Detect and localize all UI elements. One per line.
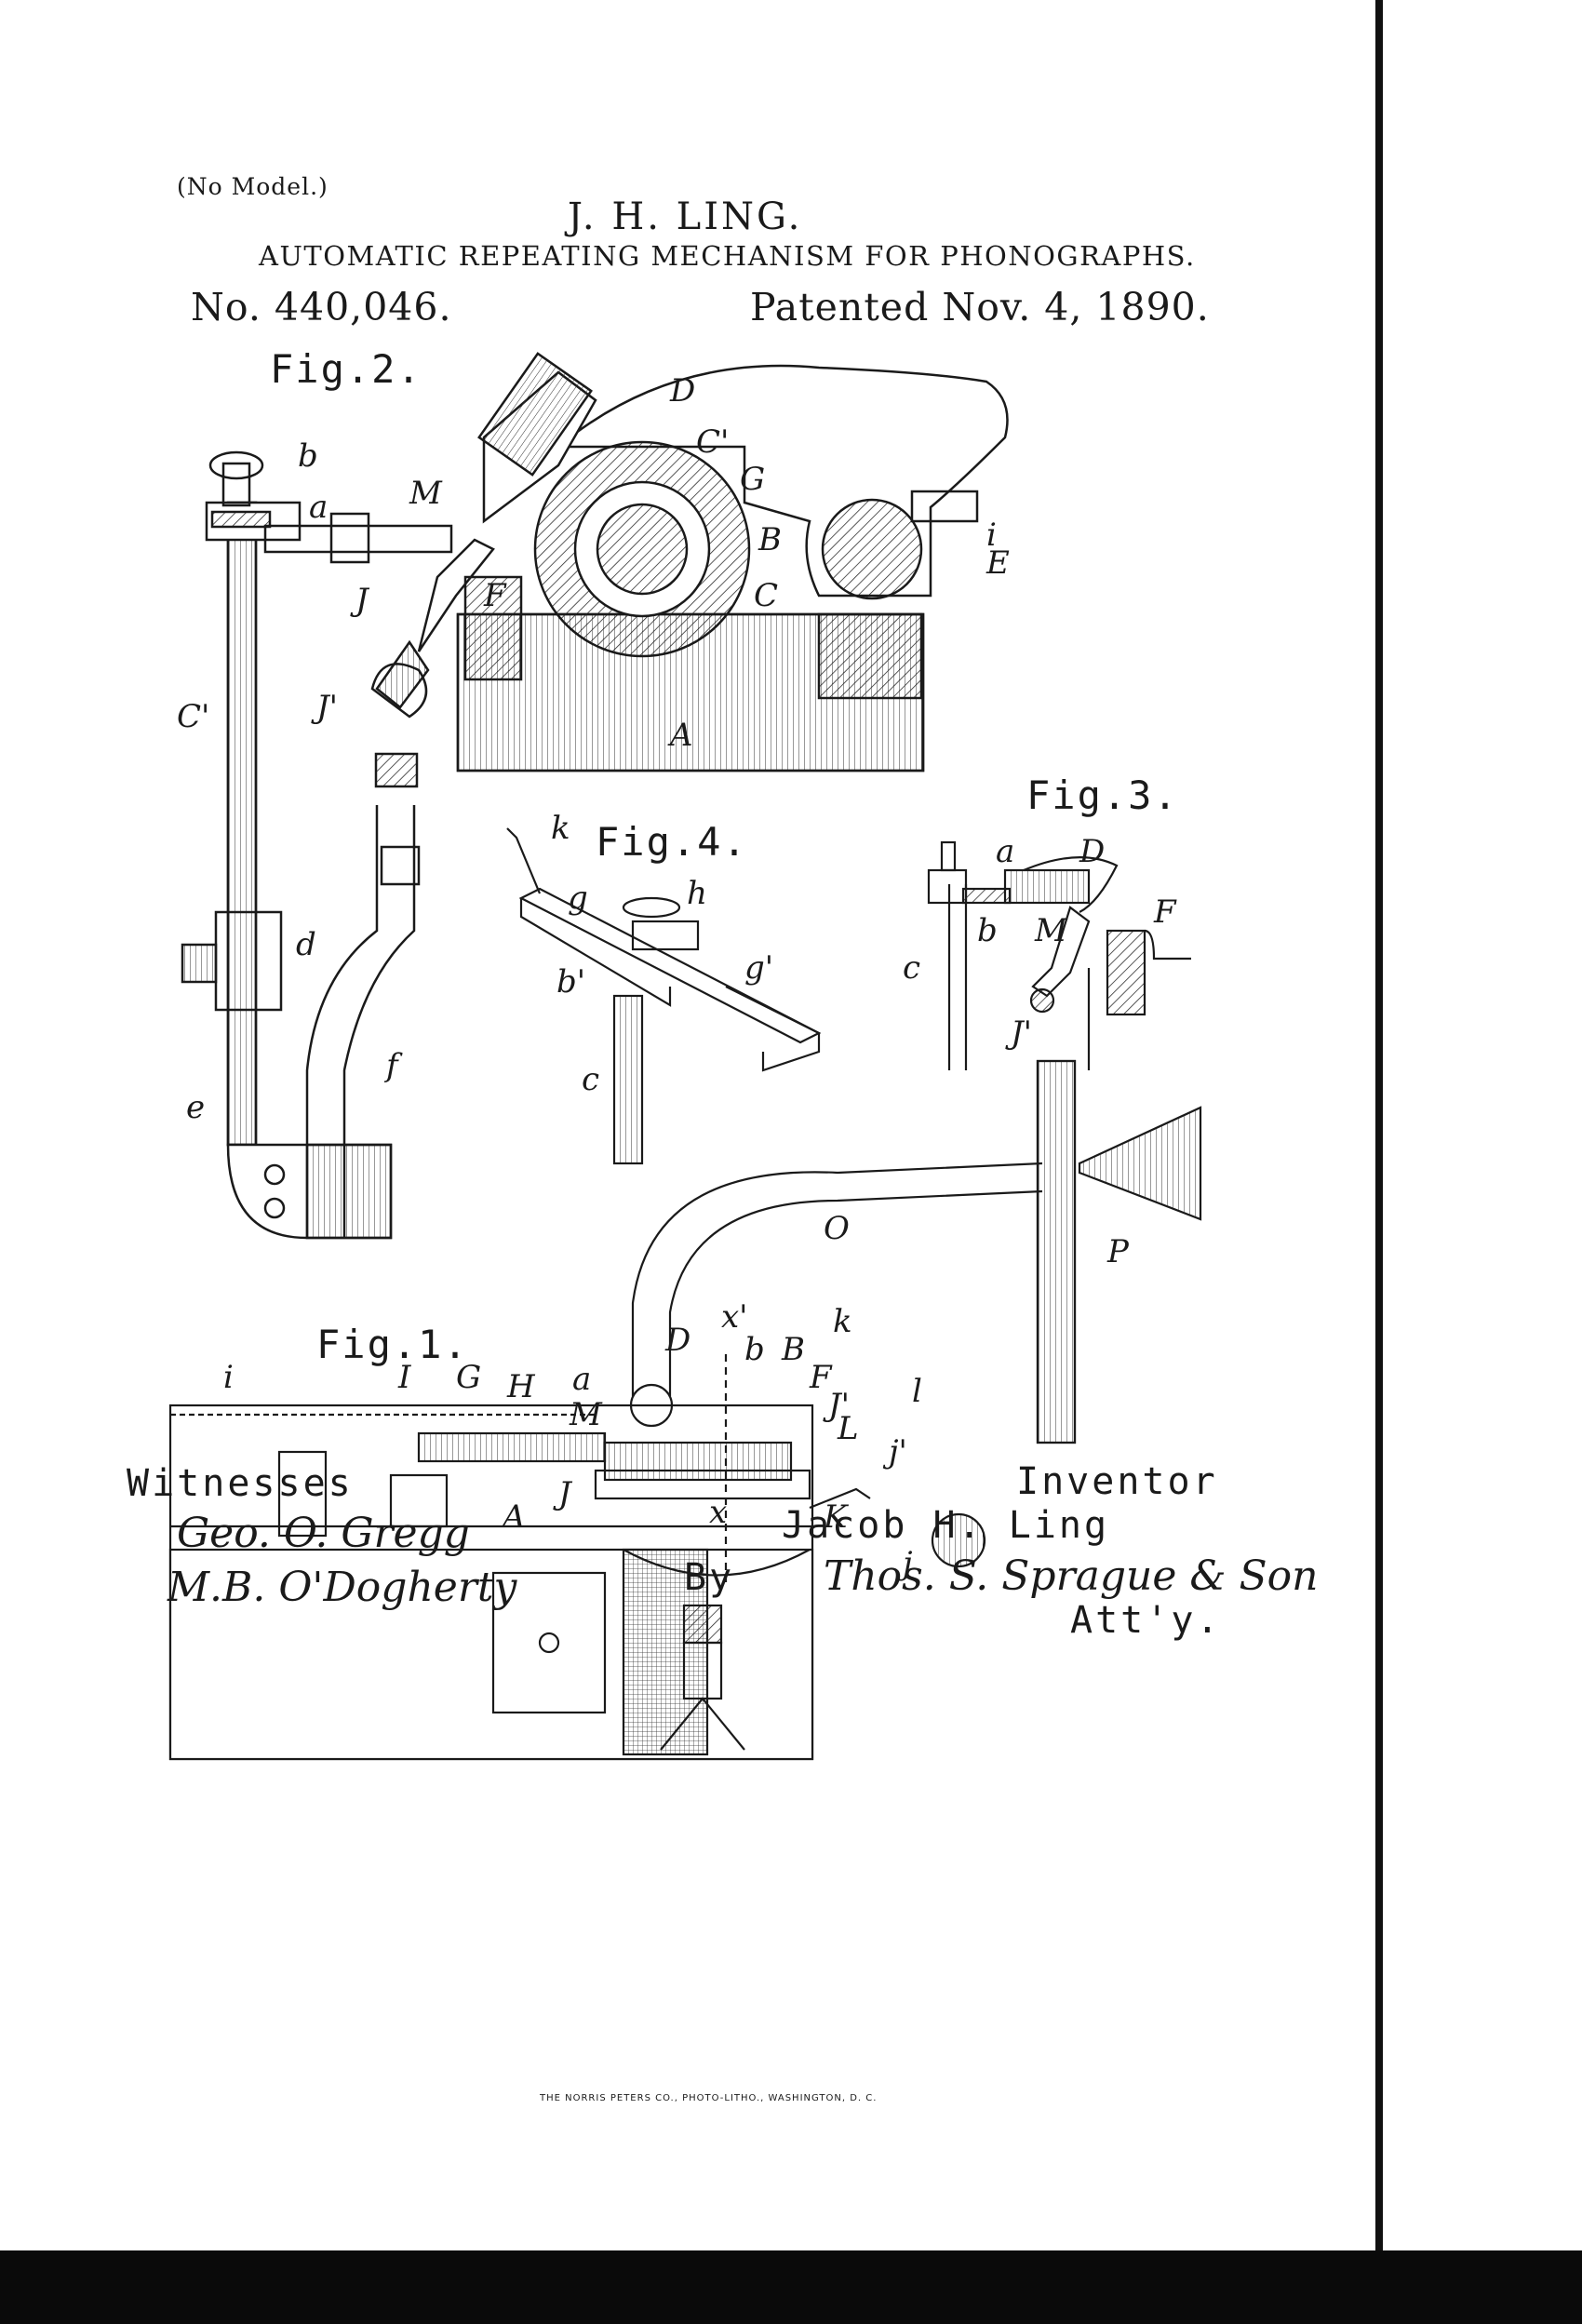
ref-letter: F bbox=[1154, 893, 1176, 931]
ref-letter: J' bbox=[828, 1387, 850, 1424]
attorney-signature: Thos. S. Sprague & Son bbox=[824, 1552, 1319, 1600]
fig2-label: Fig.2. bbox=[270, 346, 422, 392]
ref-letter: B bbox=[782, 1331, 805, 1368]
ref-letter: C' bbox=[177, 698, 210, 735]
ref-letter: J' bbox=[1011, 1014, 1032, 1052]
ref-letter: M bbox=[570, 1396, 602, 1433]
ref-letter: a bbox=[572, 1361, 592, 1398]
ref-letter: D bbox=[1079, 833, 1106, 870]
inventor-signature: Jacob H. Ling bbox=[782, 1504, 1110, 1547]
witnesses-label: Witnesses bbox=[127, 1462, 354, 1505]
ref-letter: b' bbox=[556, 963, 586, 1001]
ref-letter: b bbox=[977, 912, 998, 949]
ref-letter: I bbox=[398, 1359, 411, 1396]
fig2-drawing bbox=[181, 352, 1009, 1240]
ref-letter: i bbox=[223, 1359, 234, 1396]
ref-letter: l bbox=[912, 1373, 922, 1410]
ref-letter: G bbox=[456, 1359, 482, 1396]
ref-letter: P bbox=[1107, 1233, 1129, 1270]
ref-letter: A bbox=[670, 717, 693, 754]
ref-letter: H bbox=[507, 1368, 535, 1405]
ref-letter: x' bbox=[721, 1298, 748, 1336]
ref-letter: F bbox=[810, 1359, 832, 1396]
inventor-label: Inventor bbox=[1016, 1460, 1218, 1503]
ref-letter: f bbox=[386, 1047, 398, 1084]
ref-letter: D bbox=[665, 1322, 691, 1359]
patent-date: Patented Nov. 4, 1890. bbox=[750, 285, 1210, 329]
ref-letter: L bbox=[838, 1410, 859, 1447]
ref-letter: J bbox=[558, 1475, 571, 1512]
ref-letter: e bbox=[186, 1089, 206, 1126]
ref-letter: a bbox=[996, 833, 1015, 870]
ref-letter: C bbox=[754, 577, 779, 614]
fig4-drawing bbox=[506, 827, 822, 1165]
scan-margin bbox=[1383, 0, 1582, 2324]
patent-title: AUTOMATIC REPEATING MECHANISM FOR PHONOG… bbox=[259, 240, 1196, 272]
fig3-label: Fig.3. bbox=[1026, 772, 1179, 818]
ref-letter: J bbox=[355, 582, 369, 619]
ref-letter: h bbox=[687, 875, 707, 912]
ref-letter: J' bbox=[316, 689, 338, 726]
ref-letter: D bbox=[670, 372, 696, 410]
patent-number: No. 440,046. bbox=[191, 285, 452, 329]
witness-signature-2: M.B. O'Dogherty bbox=[168, 1564, 517, 1611]
no-model-note: (No Model.) bbox=[177, 173, 328, 200]
ref-letter: M bbox=[409, 475, 442, 512]
by-label: By bbox=[684, 1556, 735, 1599]
ref-letter: K bbox=[824, 1498, 848, 1536]
fig1-label: Fig.1. bbox=[316, 1322, 469, 1367]
ref-letter: C' bbox=[696, 423, 730, 461]
ref-letter: j bbox=[903, 1545, 913, 1582]
ref-letter: O bbox=[824, 1210, 850, 1247]
ref-letter: k bbox=[833, 1303, 852, 1340]
ref-letter: c bbox=[582, 1061, 600, 1098]
ref-letter: x bbox=[709, 1494, 728, 1531]
printer-imprint: THE NORRIS PETERS CO., PHOTO-LITHO., WAS… bbox=[540, 2093, 878, 2103]
ref-letter: b bbox=[744, 1331, 765, 1368]
ref-letter: k bbox=[551, 810, 570, 847]
fig1-drawing bbox=[168, 1059, 1202, 1761]
witness-signature-1: Geo. O. Gregg bbox=[177, 1510, 470, 1557]
ref-letter: E bbox=[986, 544, 1010, 582]
ref-letter: c bbox=[903, 949, 921, 987]
ref-letter: M bbox=[1035, 912, 1067, 949]
ref-letter: j' bbox=[889, 1433, 907, 1471]
fig4-label: Fig.4. bbox=[596, 819, 748, 865]
inventor-name: J. H. LING. bbox=[568, 195, 803, 238]
sheet-edge bbox=[1375, 0, 1383, 2250]
fig3-drawing bbox=[927, 840, 1191, 1070]
ref-letter: F bbox=[484, 577, 506, 614]
ref-letter: a bbox=[309, 489, 328, 526]
scan-border bbox=[0, 2250, 1582, 2324]
ref-letter: i bbox=[986, 517, 997, 554]
ref-letter: B bbox=[758, 521, 782, 558]
attorney-label: Att'y. bbox=[1070, 1599, 1222, 1642]
ref-letter: b bbox=[298, 437, 318, 475]
ref-letter: A bbox=[503, 1498, 526, 1536]
ref-letter: g bbox=[568, 880, 588, 917]
ref-letter: d bbox=[296, 926, 316, 963]
ref-letter: G bbox=[740, 461, 766, 498]
ref-letter: g' bbox=[744, 949, 774, 987]
